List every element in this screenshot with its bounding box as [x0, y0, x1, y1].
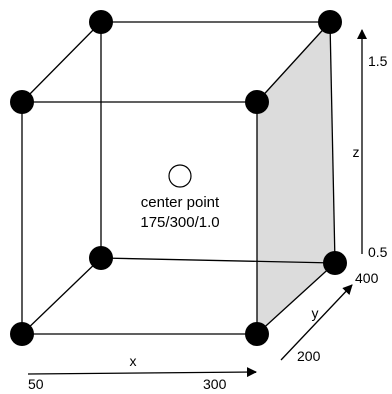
shaded-face	[257, 22, 335, 334]
center-point-value: 175/300/1.0	[140, 214, 219, 231]
corner-point-back-bottom-right	[323, 251, 347, 275]
y-axis-max-label: 400	[355, 270, 379, 286]
back-right-edge	[329, 21, 336, 264]
corner-point-front-bottom-left	[10, 322, 34, 346]
corner-point-back-top-left	[89, 10, 113, 34]
corner-point-back-top-right	[318, 10, 342, 34]
corner-point-back-bottom-left	[89, 246, 113, 270]
connect-top-right-edge	[256, 21, 331, 103]
x-axis-max-label: 300	[203, 376, 227, 392]
y-axis-label: y	[312, 305, 319, 321]
corner-point-front-top-left	[10, 90, 34, 114]
x-axis-label: x	[130, 353, 137, 369]
x-axis-min-label: 50	[28, 376, 44, 392]
connect-bottom-right-edge	[256, 262, 336, 335]
y-axis-arrow	[280, 284, 353, 361]
center-point-label: center point	[141, 194, 220, 211]
corner-point-front-bottom-right	[245, 322, 269, 346]
corner-point-front-top-right	[245, 90, 269, 114]
center-point-marker	[168, 164, 192, 188]
x-axis-arrow	[27, 367, 257, 378]
back-bottom-edge	[100, 257, 336, 264]
y-axis-min-label: 200	[297, 348, 321, 364]
z-axis-min-label: 0.5	[368, 244, 388, 260]
connect-bottom-left-edge	[21, 257, 102, 335]
connect-top-left-edge	[21, 21, 102, 103]
z-axis-max-label: 1.5	[368, 53, 388, 69]
z-axis-label: z	[353, 144, 360, 160]
